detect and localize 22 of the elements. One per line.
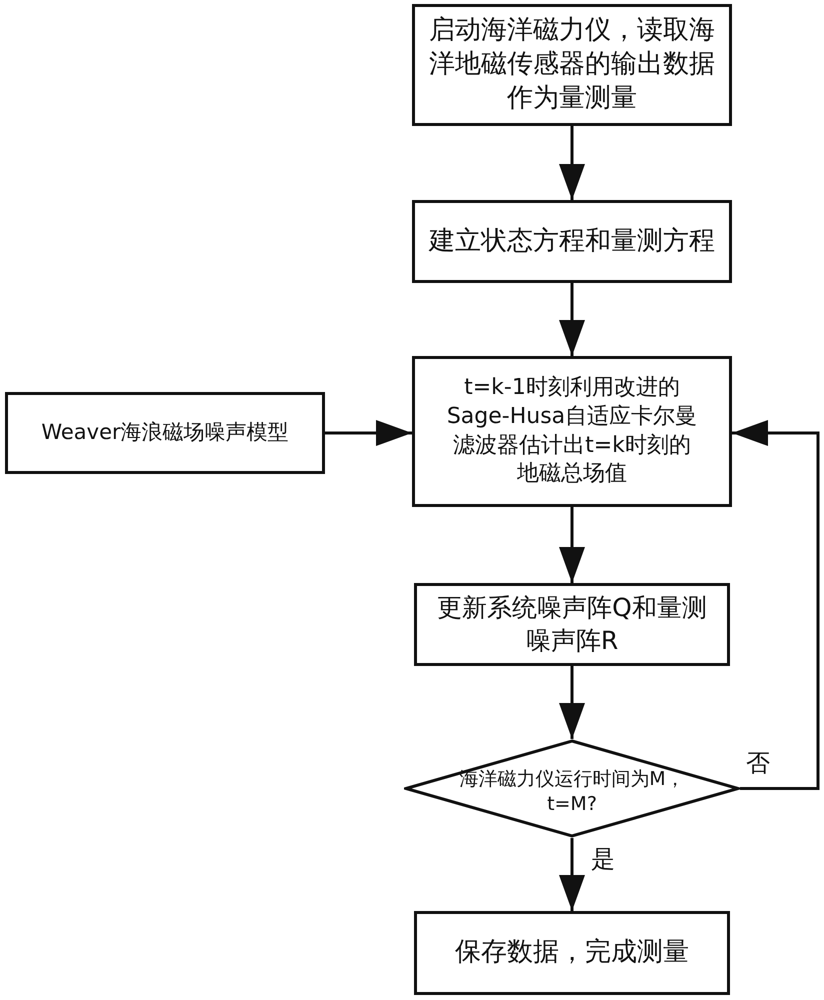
step-text: Weaver海浪磁场噪声模型 (41, 419, 289, 446)
arrow (559, 666, 585, 739)
arrow (559, 838, 585, 911)
step-text: 保存数据，完成测量 (455, 936, 689, 970)
process-box (412, 356, 732, 507)
process-box (5, 392, 325, 474)
edge-label: 是 (590, 846, 616, 872)
step-text: 建立状态方程和量测方程 (429, 224, 715, 258)
arrow (325, 420, 412, 446)
process-box (412, 4, 732, 126)
arrow (732, 420, 820, 790)
arrow (559, 126, 585, 200)
arrow (559, 283, 585, 356)
step-text: t=k-1时刻利用改进的Sage-Husa自适应卡尔曼滤波器估计出t=k时刻的地磁总场值 (446, 374, 698, 488)
step-text: 更新系统噪声阵Q和量测噪声阵R (436, 592, 708, 656)
decision-diamond (404, 739, 740, 838)
arrow (559, 507, 585, 583)
step-text: 启动海洋磁力仪，读取海洋地磁传感器的输出数据作为量测量 (428, 14, 716, 115)
process-box (412, 200, 732, 283)
process-box (414, 911, 730, 995)
edge-label: 否 (745, 750, 771, 776)
process-box (414, 583, 730, 666)
